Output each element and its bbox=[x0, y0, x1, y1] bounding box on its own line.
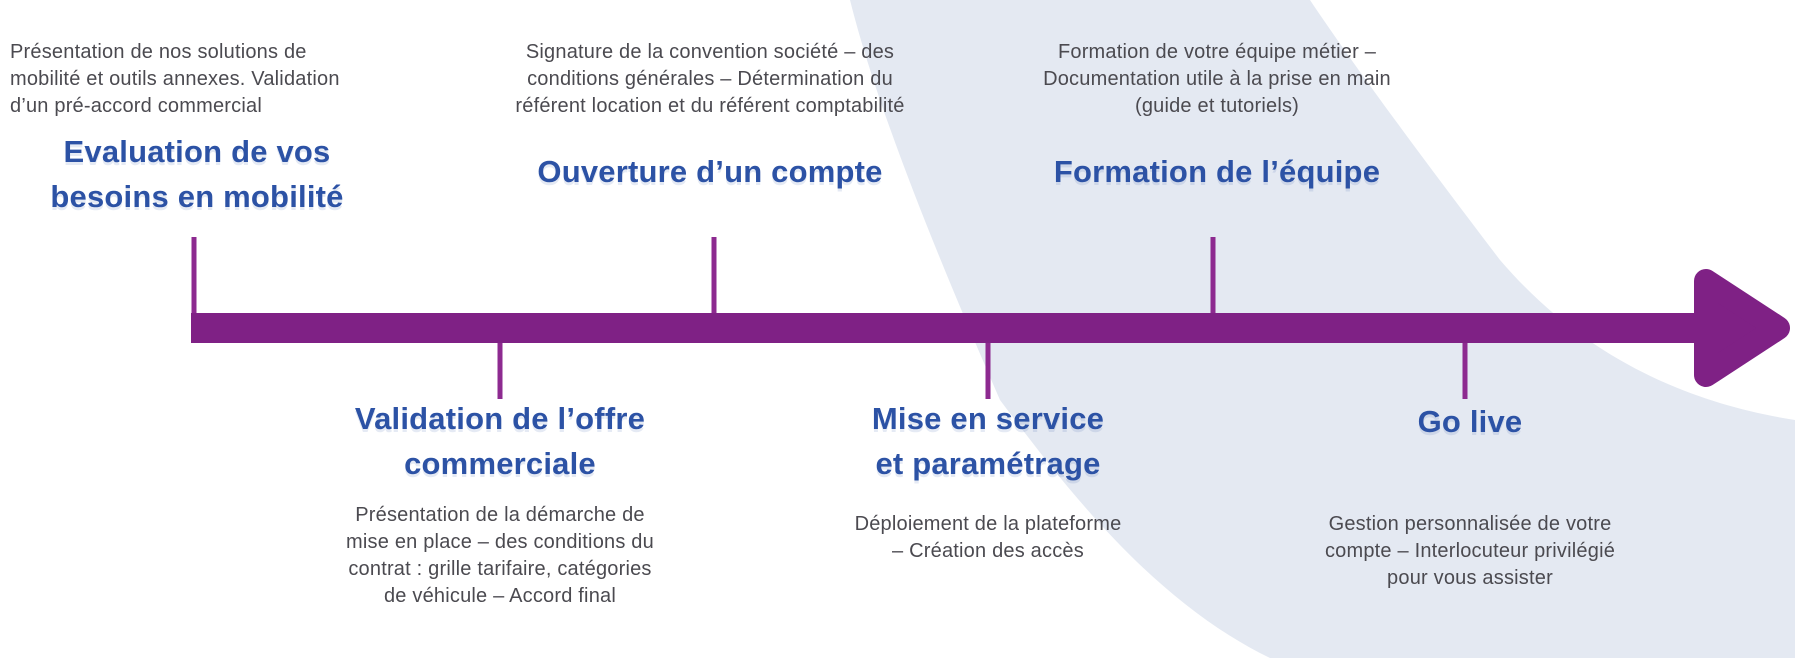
step-mise-en-service-description: Déploiement de la plateforme – Création … bbox=[758, 511, 1218, 565]
step-validation-title: Validation de l’offre commerciale bbox=[300, 396, 700, 486]
timeline-tick-above-2 bbox=[711, 237, 717, 318]
description-line: – Création des accès bbox=[892, 540, 1084, 562]
step-evaluation-description: Présentation de nos solutions de mobilit… bbox=[10, 39, 402, 120]
description-line: Formation de votre équipe métier – bbox=[1057, 41, 1377, 63]
description-line: de véhicule – Accord final bbox=[383, 585, 616, 607]
title-line: Evaluation de vos bbox=[63, 134, 331, 169]
title-line: Ouverture d’un compte bbox=[537, 154, 883, 189]
step-mise-en-service-title: Mise en service et paramétrage bbox=[788, 396, 1188, 486]
step-ouverture-description: Signature de la convention société – des… bbox=[470, 39, 950, 120]
title-line: besoins en mobilité bbox=[50, 179, 344, 214]
description-line: Déploiement de la plateforme bbox=[854, 513, 1122, 535]
description-line: mise en place – des conditions du bbox=[346, 531, 654, 553]
description-line: compte – Interlocuteur privilégié bbox=[1324, 540, 1616, 562]
title-line: Mise en service bbox=[871, 401, 1105, 436]
title-line: et paramétrage bbox=[875, 446, 1101, 481]
description-line: Présentation de la démarche de bbox=[355, 504, 645, 526]
description-line: Présentation de nos solutions de bbox=[10, 41, 307, 63]
description-line: d’un pré-accord commercial bbox=[10, 95, 262, 117]
title-line: Go live bbox=[1417, 404, 1523, 439]
timeline-tick-below-1 bbox=[497, 338, 503, 399]
step-formation-description: Formation de votre équipe métier – Docum… bbox=[977, 39, 1457, 120]
title-line: Validation de l’offre bbox=[354, 401, 646, 436]
description-line: pour vous assister bbox=[1387, 567, 1553, 589]
timeline-tick-below-3 bbox=[1462, 338, 1468, 399]
description-line: (guide et tutoriels) bbox=[1134, 95, 1300, 117]
timeline-bar bbox=[191, 313, 1714, 343]
step-go-live-description: Gestion personnalisée de votre compte – … bbox=[1240, 511, 1700, 592]
title-line: Formation de l’équipe bbox=[1053, 154, 1381, 189]
timeline-arrowhead-icon bbox=[1694, 269, 1790, 387]
title-line: commerciale bbox=[404, 446, 596, 481]
description-line: référent location et du référent comptab… bbox=[515, 95, 905, 117]
timeline-tick-below-2 bbox=[985, 338, 991, 399]
description-line: conditions générales – Détermination du bbox=[527, 68, 893, 90]
step-validation-description: Présentation de la démarche de mise en p… bbox=[270, 502, 730, 610]
timeline-tick-above-3 bbox=[1210, 237, 1216, 318]
step-go-live-title: Go live bbox=[1270, 399, 1670, 444]
description-line: Signature de la convention société – des bbox=[525, 41, 895, 63]
description-line: contrat : grille tarifaire, catégories bbox=[348, 558, 652, 580]
step-formation-title: Formation de l’équipe bbox=[1017, 149, 1417, 194]
description-line: mobilité et outils annexes. Validation bbox=[10, 68, 340, 90]
timeline-tick-above-1 bbox=[191, 237, 197, 318]
description-line: Gestion personnalisée de votre bbox=[1328, 513, 1612, 535]
description-line: Documentation utile à la prise en main bbox=[1043, 68, 1391, 90]
step-ouverture-title: Ouverture d’un compte bbox=[510, 149, 910, 194]
step-evaluation-title: Evaluation de vos besoins en mobilité bbox=[0, 129, 397, 219]
